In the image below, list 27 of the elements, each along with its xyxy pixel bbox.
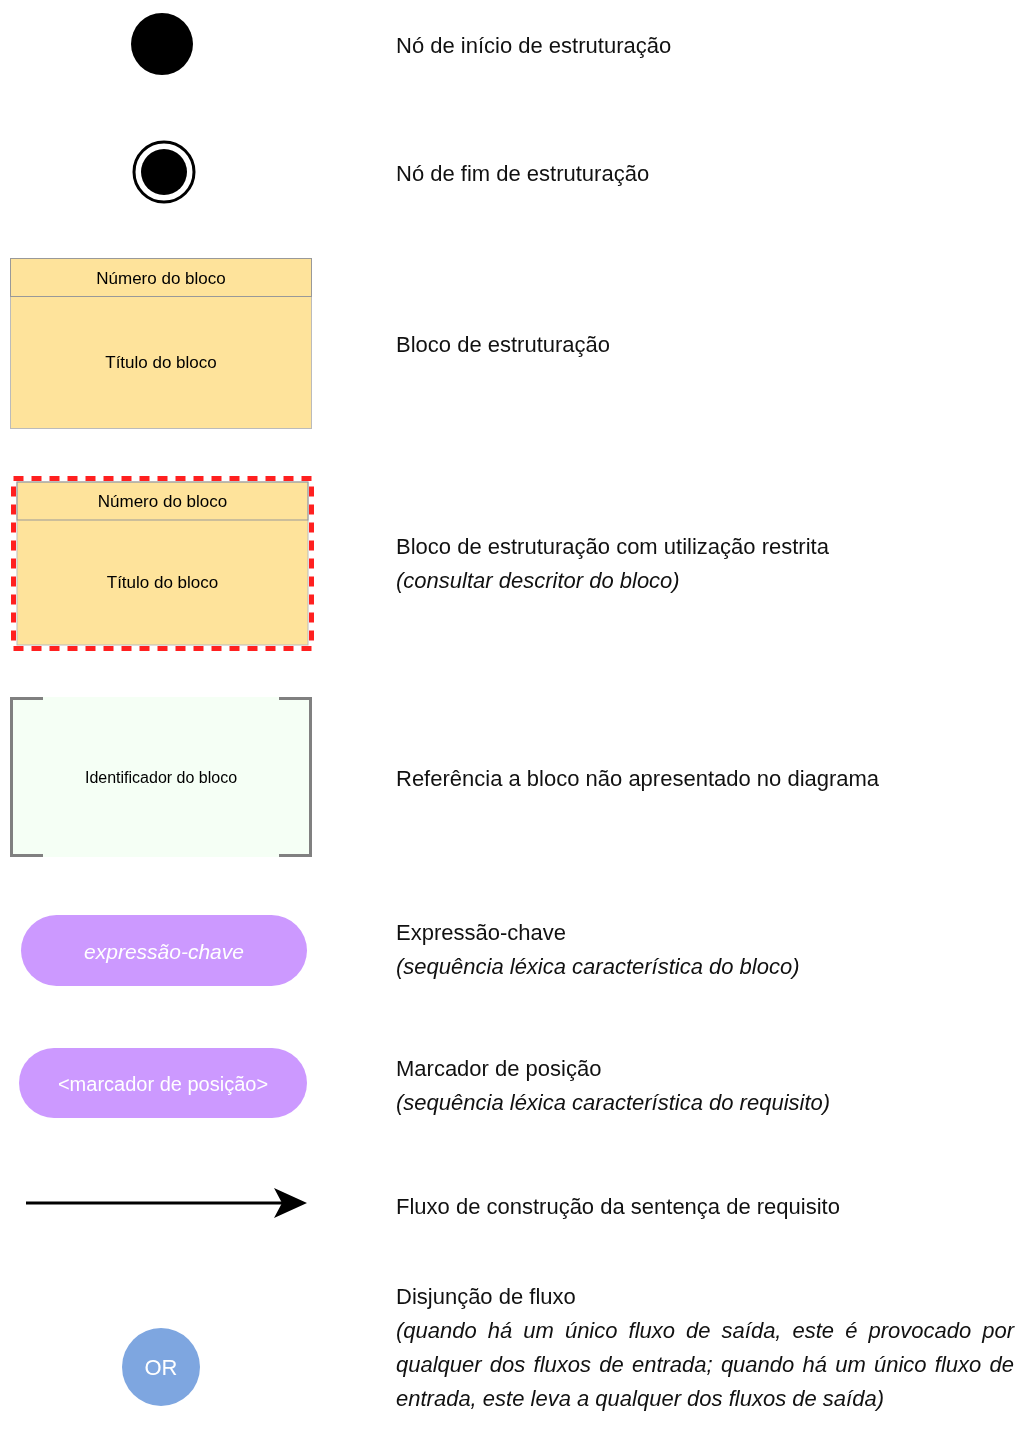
description-note: (quando há um único fluxo de saída, este é provocado por qualquer dos fluxos de entrada; quando há um único fluxo de entrada, este leva a qualquer dos fluxos de saída) <box>396 1317 1014 1413</box>
description-text: Nó de fim de estruturação <box>396 160 651 188</box>
legend-text: Fluxo de construção da sentença de requisito <box>396 1193 840 1221</box>
restricted-block <box>11 476 314 651</box>
or-text: OR <box>144 1355 178 1381</box>
description-text: Disjunção de fluxo <box>396 1283 577 1311</box>
description-note: (sequência léxica característica do requisito) <box>396 1089 832 1117</box>
description-note: (sequência léxica característica do bloco) <box>396 953 801 981</box>
block-title-text: Título do bloco <box>106 572 219 593</box>
marker-text: <marcador de posição> <box>57 1072 269 1096</box>
keyword-text: expressão-chave <box>84 939 244 964</box>
description-text: Marcador de posição <box>396 1055 603 1083</box>
description-text: Nó de início de estruturação <box>396 32 673 60</box>
or-node <box>122 1328 200 1406</box>
end-node <box>131 139 197 205</box>
block-title-text: Título do bloco <box>105 352 217 373</box>
description-text: Expressão-chave <box>396 919 567 947</box>
block-number-text: Número do bloco <box>96 268 226 289</box>
block-number-text: Número do bloco <box>97 492 228 512</box>
description-text: Referência a bloco não apresentado no diagrama <box>396 765 881 793</box>
block-identifier-text: Identificador do bloco <box>84 769 238 787</box>
description-note: (consultar descritor do bloco) <box>396 567 681 595</box>
structuring-block <box>10 258 312 429</box>
block-reference <box>10 697 312 857</box>
description-text: Bloco de estruturação <box>396 331 612 359</box>
description-text: Bloco de estruturação com utilização restrita <box>396 533 830 561</box>
start-node <box>130 12 194 76</box>
